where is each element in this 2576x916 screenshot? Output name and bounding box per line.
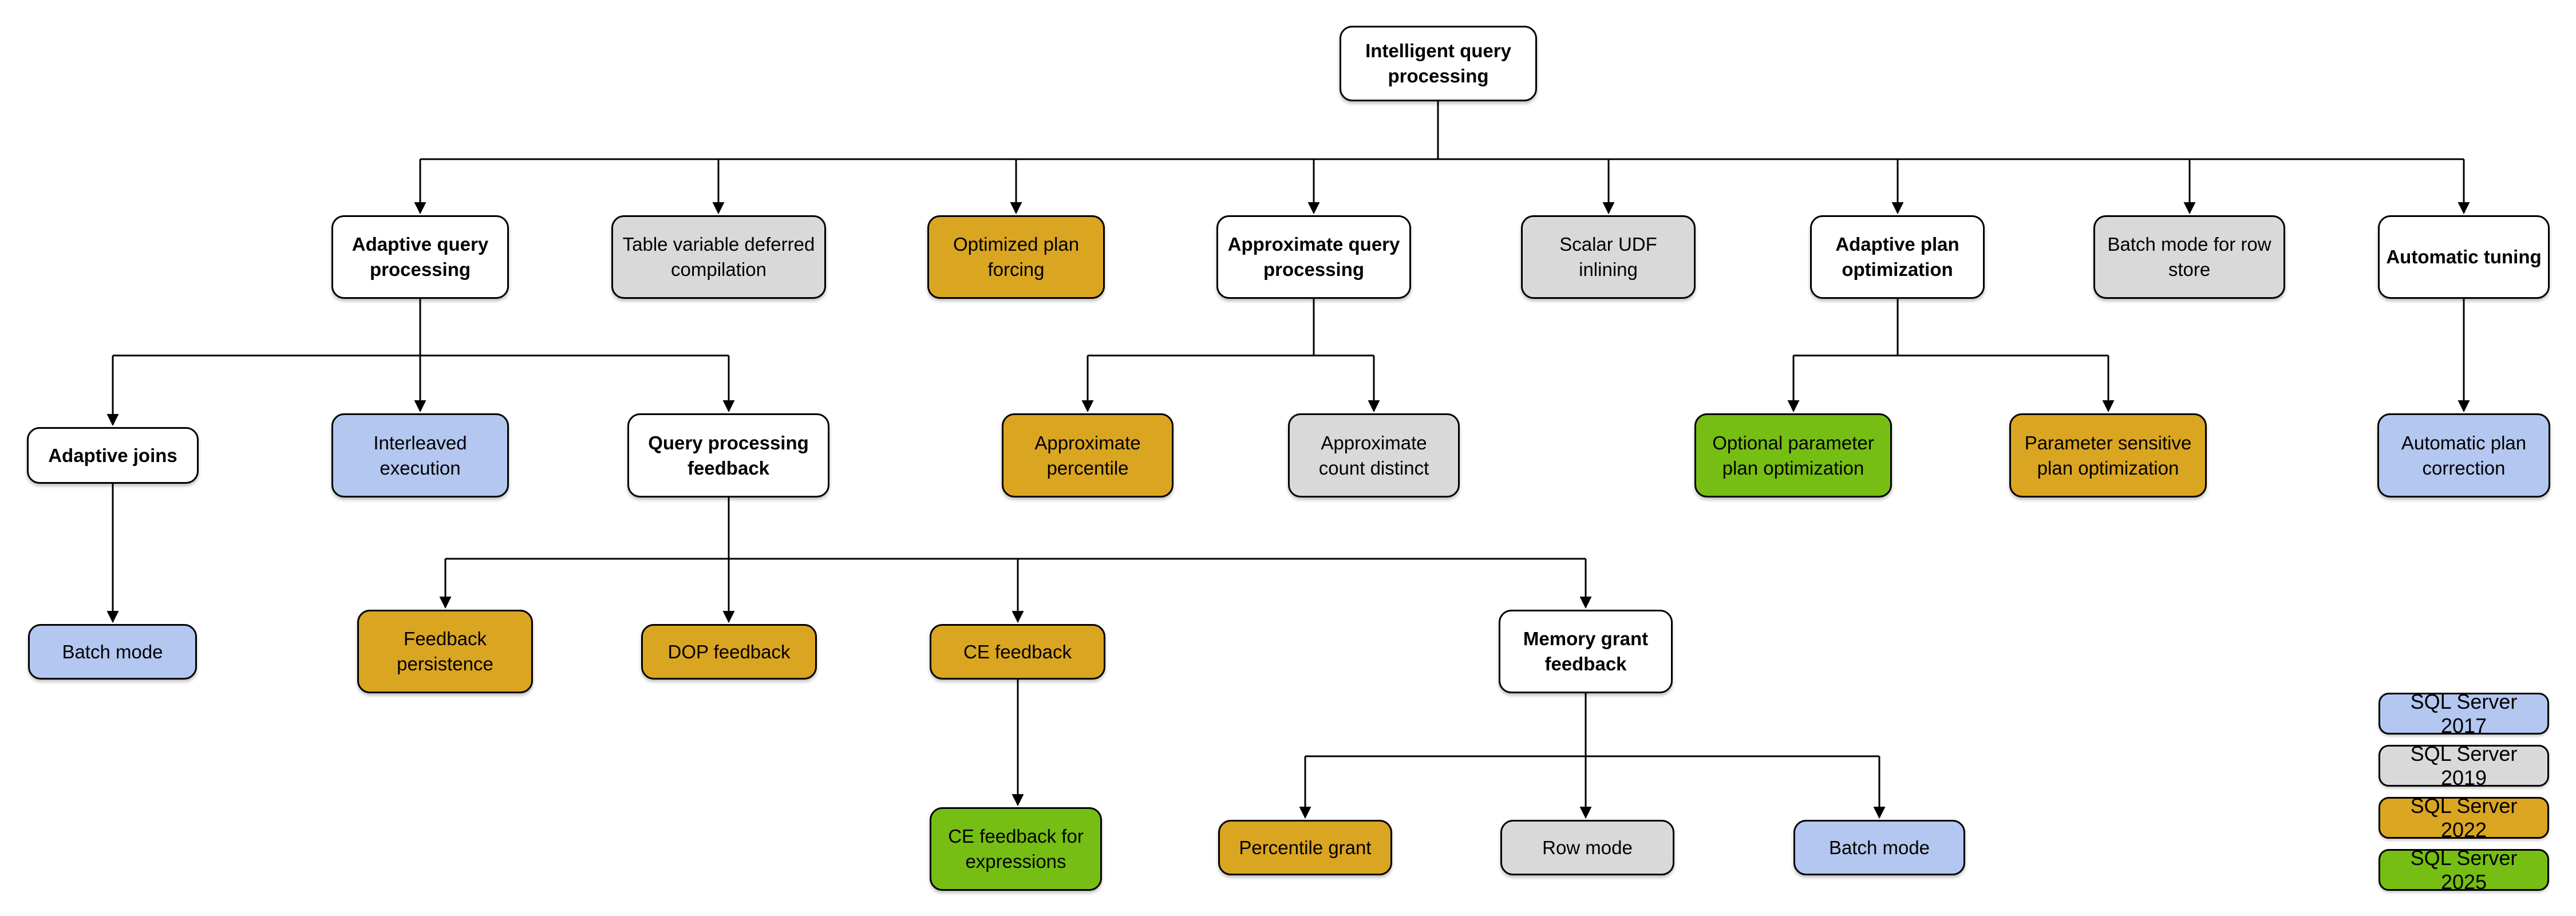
node-dop-feedback: DOP feedback — [641, 624, 817, 680]
node-row-mode: Row mode — [1500, 820, 1674, 875]
node-optimized-plan-forcing: Optimized plan forcing — [927, 215, 1105, 299]
legend-sql-server-2019: SQL Server 2019 — [2379, 742, 2549, 789]
node-interleaved-execution: Interleaved execution — [331, 413, 509, 498]
node-automatic-tuning: Automatic tuning — [2378, 215, 2550, 299]
node-feedback-persistence: Feedback persistence — [357, 610, 533, 693]
node-scalar-udf-inlining: Scalar UDF inlining — [1521, 215, 1696, 299]
node-batch-mode-adaptive-joins: Batch mode — [28, 624, 197, 680]
node-parameter-sensitive-plan-optimization: Parameter sensitive plan optimization — [2009, 413, 2207, 498]
node-optional-parameter-plan-optimization: Optional parameter plan optimization — [1694, 413, 1892, 498]
node-adaptive-plan-optimization: Adaptive plan optimization — [1810, 215, 1985, 299]
bus-root — [420, 101, 2464, 160]
node-batch-mode-for-row-store: Batch mode for row store — [2093, 215, 2285, 299]
node-percentile-grant: Percentile grant — [1218, 820, 1392, 875]
node-ce-feedback-for-expressions: CE feedback for expressions — [930, 807, 1102, 891]
node-adaptive-query-processing: Adaptive query processing — [331, 215, 509, 299]
node-ce-feedback: CE feedback — [930, 624, 1105, 680]
node-batch-mode-memory-grant: Batch mode — [1793, 820, 1965, 875]
legend-sql-server-2025: SQL Server 2025 — [2379, 846, 2549, 894]
bus-approx-qp — [1088, 299, 1374, 357]
node-approximate-query-processing: Approximate query processing — [1216, 215, 1411, 299]
node-adaptive-joins: Adaptive joins — [27, 427, 199, 484]
bus-qp-feedback — [445, 498, 1586, 560]
bus-memory-grant — [1305, 693, 1879, 757]
node-automatic-plan-correction: Automatic plan correction — [2377, 413, 2550, 498]
bus-adaptive-plan-opt — [1793, 299, 2108, 357]
node-memory-grant-feedback: Memory grant feedback — [1499, 610, 1673, 693]
node-approximate-percentile: Approximate percentile — [1002, 413, 1174, 498]
node-query-processing-feedback: Query processing feedback — [627, 413, 829, 498]
legend-sql-server-2022: SQL Server 2022 — [2379, 794, 2549, 842]
node-table-variable-deferred-compilation: Table variable deferred compilation — [611, 215, 826, 299]
bus-adaptive-qp — [113, 299, 729, 357]
legend-sql-server-2017: SQL Server 2017 — [2379, 690, 2549, 737]
node-approximate-count-distinct: Approximate count distinct — [1288, 413, 1460, 498]
node-intelligent-query-processing: Intelligent query processing — [1340, 26, 1537, 101]
